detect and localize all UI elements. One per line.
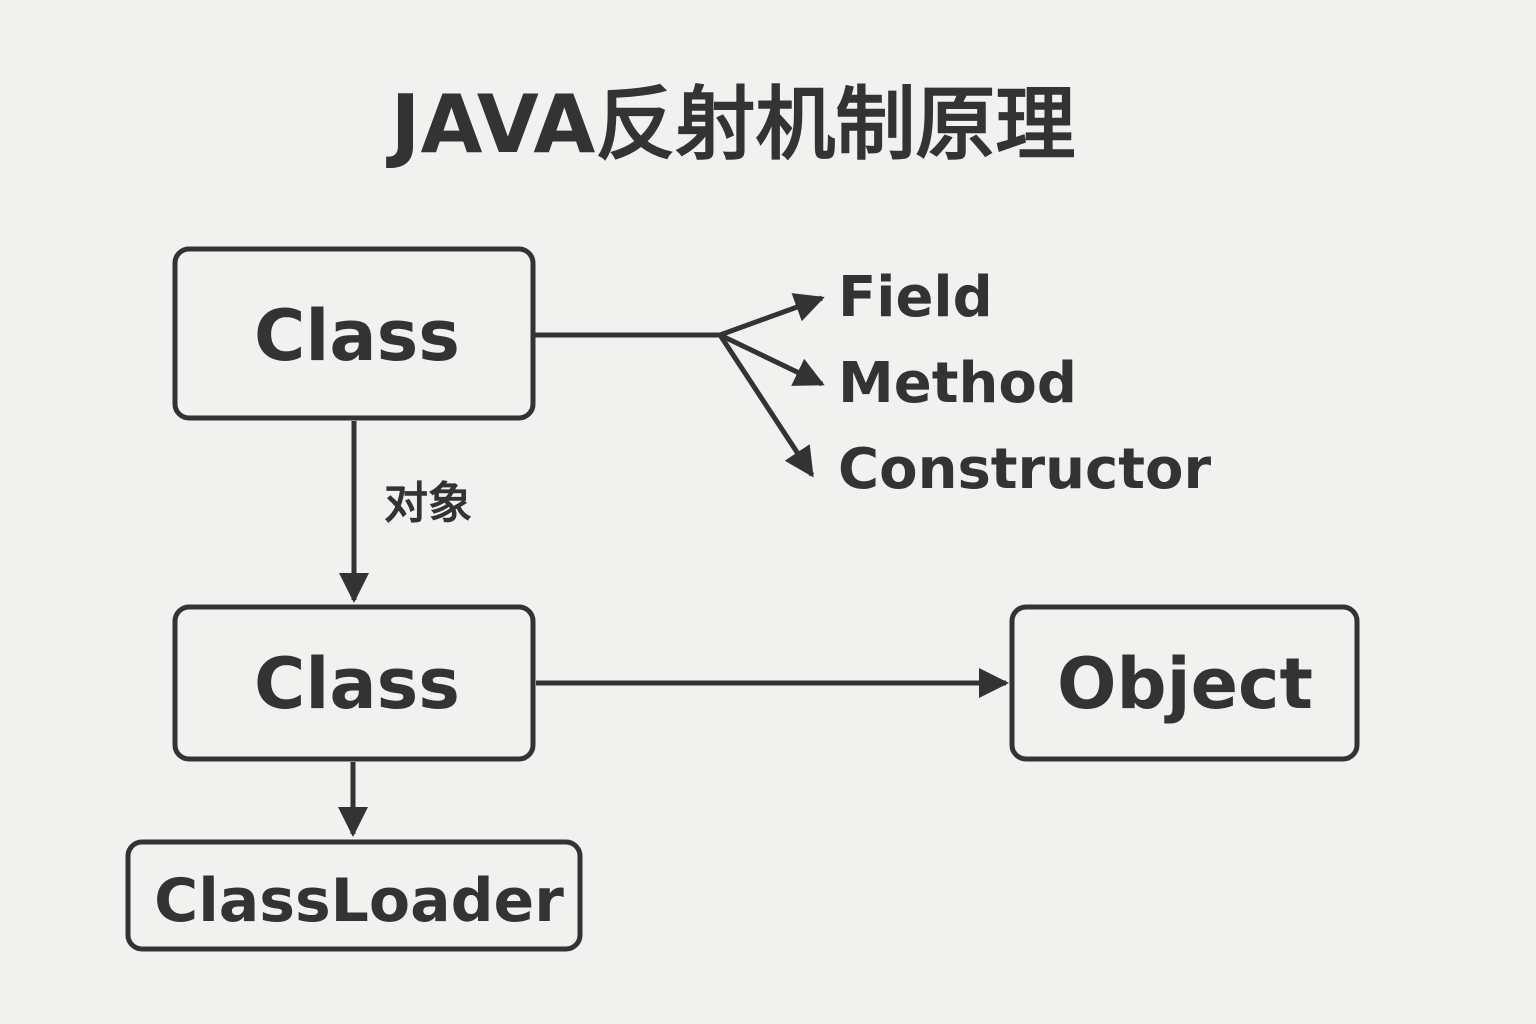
edge-label-object: 对象 xyxy=(384,478,472,529)
class-middle-label: Class xyxy=(254,643,460,725)
object-label: Object xyxy=(1057,643,1313,725)
constructor-label: Constructor xyxy=(838,437,1211,502)
arrow-to-field xyxy=(719,293,825,338)
object-node: Object xyxy=(1009,604,1360,762)
diagram-title: JAVA反射机制原理 xyxy=(386,78,1076,171)
classloader-box xyxy=(125,839,583,952)
classloader-label: ClassLoader xyxy=(154,866,564,936)
class-top-label: Class xyxy=(254,295,460,377)
arrow-to-method xyxy=(718,332,825,387)
classloader-node: ClassLoader xyxy=(125,839,583,952)
class-middle-box xyxy=(172,604,536,762)
method-label: Method xyxy=(838,351,1077,416)
arrow-to-constructor xyxy=(717,333,815,478)
class-top-node: Class xyxy=(172,246,536,421)
field-label: Field xyxy=(838,265,993,330)
class-middle-node: Class xyxy=(172,604,536,762)
object-box xyxy=(1009,604,1360,762)
